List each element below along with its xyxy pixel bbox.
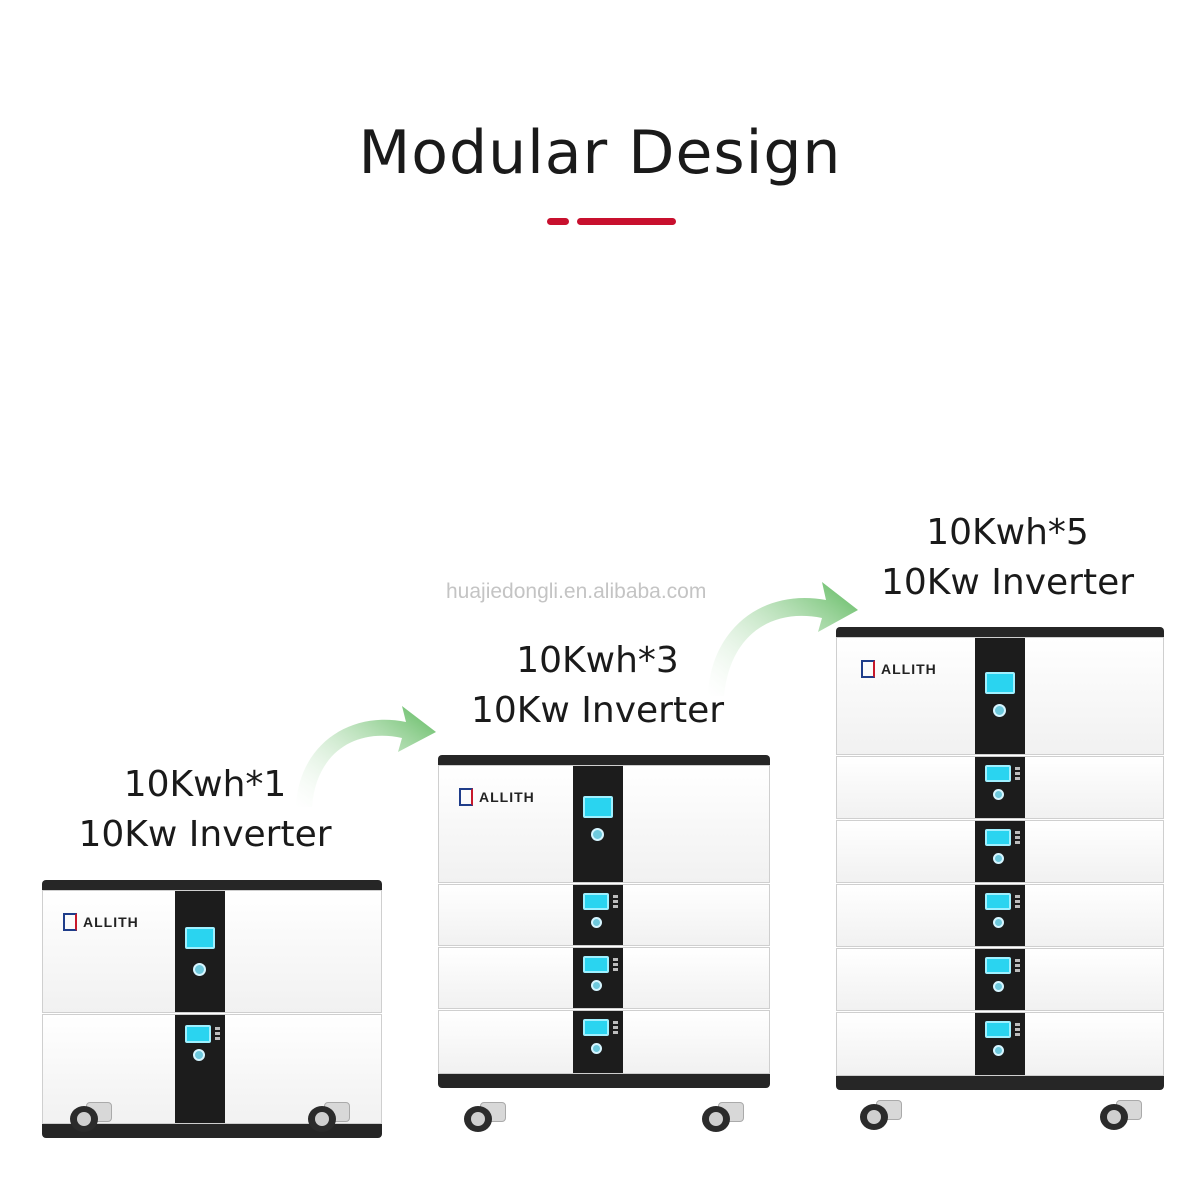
config-1-label: 10Kwh*1 10Kw Inverter [60,760,350,860]
unit-base [438,1074,770,1088]
caster-wheel-icon [460,1102,506,1132]
battery-module [438,947,770,1009]
config-1-inverter: 10Kw Inverter [78,814,332,855]
power-button[interactable] [591,917,602,928]
config-3-inverter: 10Kw Inverter [880,562,1135,603]
battery-module [836,1012,1164,1076]
brand-name: ALLITH [881,661,937,677]
inverter-module: ALLITH [836,637,1164,755]
power-button[interactable] [591,828,604,841]
lcd-display [985,1021,1011,1038]
power-button[interactable] [993,1045,1004,1056]
battery-module [836,948,1164,1011]
page-title: Modular Design [358,118,842,188]
curved-arrow-icon [708,582,858,696]
caster-wheel-icon [1096,1100,1142,1130]
unit-top-cap [836,627,1164,637]
brand-name: ALLITH [83,914,139,930]
caster-wheel-icon [66,1102,112,1132]
status-leds [1015,895,1021,910]
config-2-capacity: 10Kwh*3 [516,640,679,681]
unit-base [836,1076,1164,1090]
inverter-module: ALLITH [42,890,382,1013]
brand-logo-icon [861,660,875,678]
status-leds [613,895,619,910]
power-button[interactable] [193,1049,205,1061]
unit-base [42,1124,382,1138]
power-button[interactable] [993,704,1006,717]
caster-wheel-icon [304,1102,350,1132]
brand-logo-icon [63,913,77,931]
brand-name: ALLITH [479,789,535,805]
unit-top-cap [438,755,770,765]
power-button[interactable] [591,980,602,991]
lcd-display [985,765,1011,782]
power-button[interactable] [193,963,206,976]
lcd-display [583,956,609,973]
brand-logo: ALLITH [63,913,139,931]
lcd-display [985,893,1011,910]
title-accent-short [547,218,569,225]
brand-logo-icon [459,788,473,806]
config-2-inverter: 10Kw Inverter [470,690,725,731]
brand-logo: ALLITH [459,788,535,806]
lcd-display [583,893,609,910]
status-leds [1015,1023,1021,1038]
unit-top-cap [42,880,382,890]
power-button[interactable] [993,981,1004,992]
battery-unit-1: ALLITH [42,880,382,1140]
config-3-capacity: 10Kwh*5 [926,512,1089,553]
inverter-module: ALLITH [438,765,770,883]
config-1-capacity: 10Kwh*1 [123,764,287,805]
power-button[interactable] [591,1043,602,1054]
lcd-display [185,1025,211,1043]
battery-unit-3: ALLITH [836,627,1164,1147]
caster-wheel-icon [698,1102,744,1132]
brand-logo: ALLITH [861,660,937,678]
curved-arrow-icon [296,706,436,807]
lcd-display [583,1019,609,1036]
battery-module [836,884,1164,947]
battery-module [836,820,1164,883]
control-strip [175,891,225,1012]
lcd-display [185,927,215,949]
status-leds [215,1027,221,1042]
power-button[interactable] [993,917,1004,928]
lcd-display [583,796,613,818]
status-leds [613,1021,619,1036]
lcd-display [985,957,1011,974]
battery-module [438,884,770,946]
status-leds [1015,831,1021,846]
control-strip [573,766,623,882]
battery-unit-2: ALLITH [438,755,770,1145]
config-3-label: 10Kwh*5 10Kw Inverter [860,508,1155,608]
lcd-display [985,672,1015,694]
battery-module [438,1010,770,1074]
title-accent-long [577,218,676,225]
lcd-display [985,829,1011,846]
control-strip [975,638,1025,754]
config-2-label: 10Kwh*3 10Kw Inverter [450,636,745,736]
power-button[interactable] [993,853,1004,864]
power-button[interactable] [993,789,1004,800]
status-leds [1015,767,1021,782]
caster-wheel-icon [856,1100,902,1130]
status-leds [613,958,619,973]
watermark: huajiedongli.en.alibaba.com [446,580,707,603]
battery-module [836,756,1164,819]
status-leds [1015,959,1021,974]
